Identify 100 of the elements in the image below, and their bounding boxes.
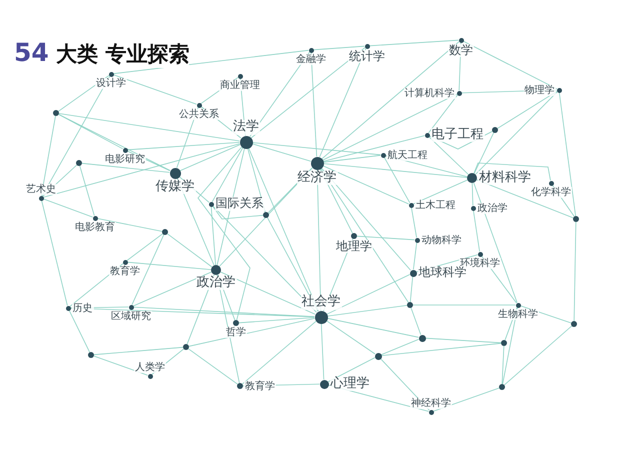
major-label: 经济学 xyxy=(296,170,338,185)
major-label: 哲学 xyxy=(225,327,247,338)
connection-line xyxy=(425,338,502,344)
connection-line xyxy=(216,148,245,266)
connection-line xyxy=(252,143,312,162)
connection-line xyxy=(68,310,90,353)
connection-line xyxy=(475,91,558,175)
connection-line xyxy=(43,143,240,198)
connection-line xyxy=(412,304,516,306)
connection-line xyxy=(476,179,574,218)
major-label: 政治学 xyxy=(196,276,236,290)
connection-line xyxy=(252,142,381,156)
connection-line xyxy=(82,162,170,173)
connection-line xyxy=(574,222,576,322)
connection-line xyxy=(42,198,94,218)
connection-line xyxy=(94,346,184,356)
connection-line xyxy=(326,274,410,315)
connection-line xyxy=(472,182,474,206)
major-label: 电子工程 xyxy=(430,128,484,142)
major-label: 地理学 xyxy=(335,240,373,254)
connection-line xyxy=(369,40,459,46)
connection-line xyxy=(197,146,250,320)
connection-line xyxy=(428,136,469,175)
major-label: 心理学 xyxy=(330,376,370,392)
connection-line xyxy=(132,272,212,306)
connection-line xyxy=(413,242,418,270)
major-label: 材料科学 xyxy=(478,170,532,186)
major-label: 公共关系 xyxy=(178,108,220,120)
connection-line xyxy=(327,305,408,316)
connection-line xyxy=(248,148,319,312)
connection-line xyxy=(127,262,212,270)
major-label: 政治学 xyxy=(476,202,508,214)
connection-line xyxy=(167,233,212,268)
major-label: 国际关系 xyxy=(214,197,264,211)
major-label: 数学 xyxy=(448,44,474,57)
major-label: 电影教育 xyxy=(74,222,116,232)
major-label: 电影研究 xyxy=(104,154,146,164)
connection-line xyxy=(212,147,244,202)
major-label: 计算机科学 xyxy=(404,88,456,98)
connection-line xyxy=(326,320,376,354)
major-label: 艺术史 xyxy=(25,184,57,194)
major-label: 统计学 xyxy=(348,50,386,63)
connection-line xyxy=(242,320,316,384)
connection-line xyxy=(132,234,164,306)
connection-line xyxy=(220,272,316,315)
connection-line xyxy=(58,114,124,150)
connection-line xyxy=(327,318,419,338)
connection-line xyxy=(322,94,458,160)
connection-line xyxy=(93,356,148,376)
connection-line xyxy=(411,207,417,238)
connection-line xyxy=(410,307,422,336)
connection-line xyxy=(381,342,502,356)
major-label: 化学科学 xyxy=(530,186,572,198)
major-label: 教育学 xyxy=(109,266,141,276)
connection-line xyxy=(356,236,415,240)
connection-line xyxy=(473,210,480,252)
connection-line xyxy=(504,326,572,386)
connection-line xyxy=(474,162,551,181)
connection-line xyxy=(323,163,468,178)
connection-line xyxy=(310,52,318,157)
major-label: 神经科学 xyxy=(410,398,452,408)
connection-line xyxy=(127,142,240,150)
connection-line xyxy=(313,46,365,50)
major-label: 物理学 xyxy=(524,84,556,96)
connection-line xyxy=(322,165,410,204)
connection-line xyxy=(212,206,264,220)
major-label: 历史 xyxy=(72,302,94,314)
connection-line xyxy=(188,348,238,385)
major-label: 教育学 xyxy=(244,380,276,392)
connection-line xyxy=(323,154,381,163)
connection-line xyxy=(79,166,95,216)
connection-line xyxy=(474,132,494,174)
major-label: 土木工程 xyxy=(414,200,456,210)
major-label: 动物科学 xyxy=(420,234,462,246)
connection-line xyxy=(97,218,162,232)
connection-line xyxy=(497,90,558,129)
connection-line xyxy=(113,74,197,105)
major-label: 地球科学 xyxy=(418,266,468,280)
connection-line xyxy=(502,346,504,384)
connection-line xyxy=(319,48,366,158)
connection-line xyxy=(473,182,518,303)
connection-line xyxy=(126,233,163,261)
major-label: 传媒学 xyxy=(154,180,196,194)
connection-line xyxy=(41,200,68,306)
major-label: 生物科学 xyxy=(497,308,539,320)
connection-line xyxy=(133,306,315,318)
connection-line xyxy=(462,40,558,90)
major-label: 区域研究 xyxy=(110,310,152,322)
connection-line xyxy=(210,206,216,266)
major-label: 商业管理 xyxy=(219,80,261,90)
major-label: 航天工程 xyxy=(386,150,428,160)
connection-line xyxy=(384,156,410,204)
connection-line xyxy=(380,338,420,356)
connection-line xyxy=(58,114,170,171)
major-label: 设计学 xyxy=(95,78,127,88)
major-label: 社会学 xyxy=(300,295,342,310)
major-label: 法学 xyxy=(232,120,260,134)
connection-line xyxy=(180,144,240,172)
connection-line xyxy=(558,92,576,216)
connection-line xyxy=(322,41,460,160)
